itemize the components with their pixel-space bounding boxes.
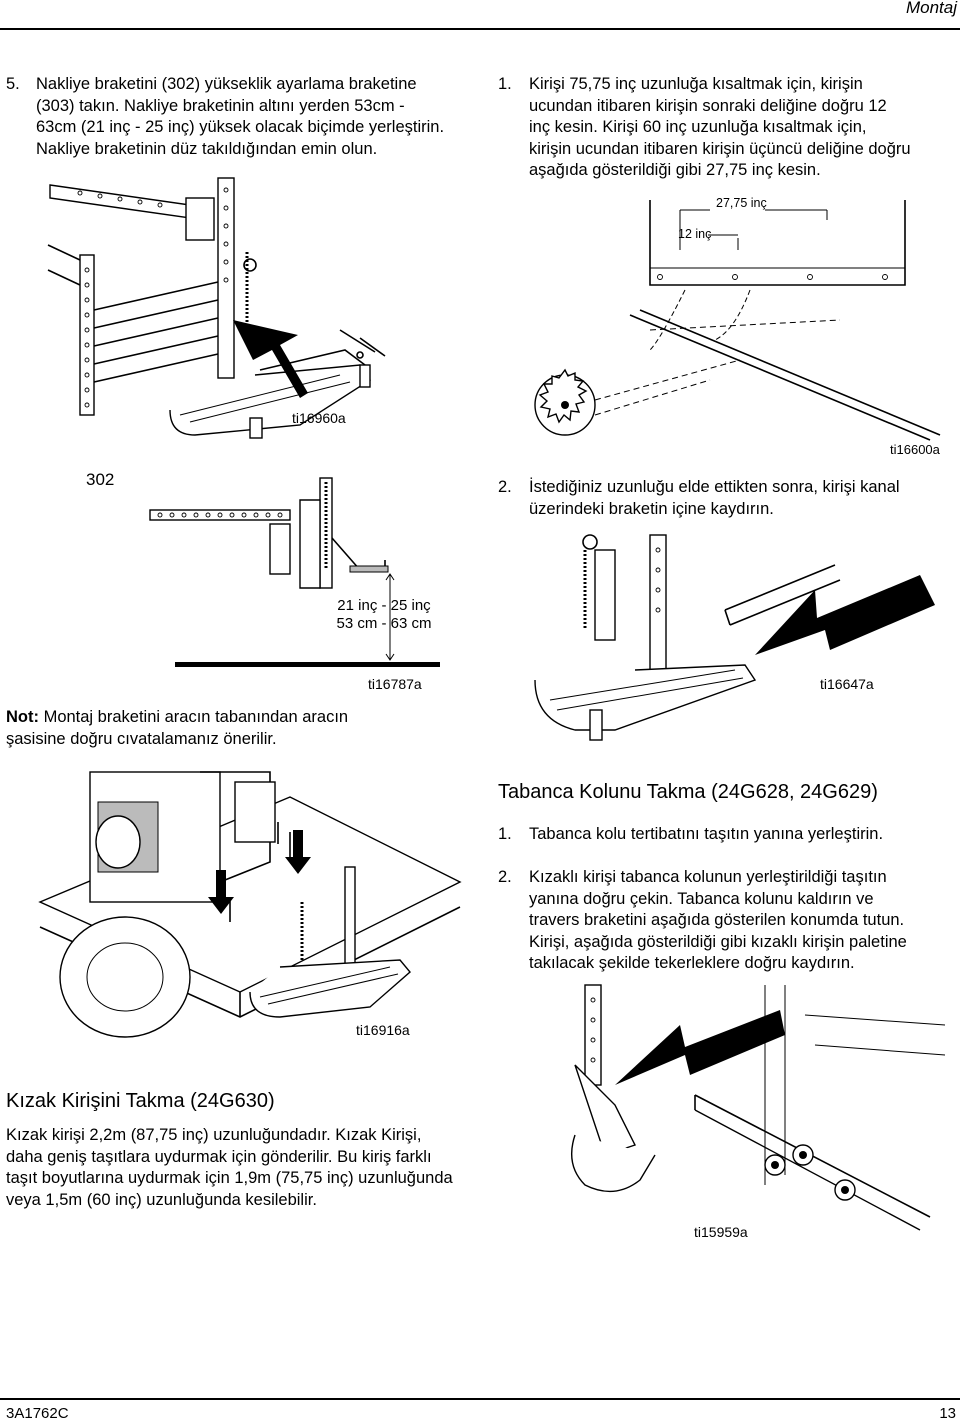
arrow-icon: [755, 575, 935, 655]
step-5-line: 63cm (21 inç - 25 inç) yüksek olacak biç…: [36, 118, 445, 136]
arrow-icon: [615, 1010, 785, 1085]
step-5-line: (303) takın. Nakliye braketinin altını y…: [36, 96, 405, 115]
arrow-icon: [285, 830, 311, 874]
note-line-2: şasisine doğru cıvatalamanız önerilir.: [6, 729, 277, 748]
arrow-icon: [233, 320, 308, 398]
step-1-line: aşağıda gösterildiği gibi 27,75 inç kesi…: [529, 161, 821, 179]
skid-line: taşıt boyutlarına uydurmak için 1,9m (75…: [6, 1169, 453, 1187]
step-1-line: inç kesin. Kirişi 60 inç uzunluğa kısalt…: [529, 118, 867, 136]
upright-left: [79, 254, 95, 416]
footer-rule: [0, 1398, 960, 1400]
dimension-label: 21 inç - 25 inç 53 cm - 63 cm: [320, 597, 448, 633]
note-line-1: Montaj braketini aracın tabanından aracı…: [38, 708, 349, 726]
figure-label-ti15959a: ti15959a: [694, 1224, 748, 1240]
footer-doc-id: 3A1762C: [6, 1405, 69, 1422]
header-section-title: Montaj: [905, 0, 957, 17]
step-5-line: Nakliye braketinin düz takıldığından emi…: [36, 139, 378, 158]
gun-arm-step-2-number: 2.: [498, 868, 512, 886]
note-prefix: Not:: [6, 708, 39, 726]
dimension-27-75: 27,75 inç: [716, 196, 767, 210]
figure-label-ti16960a: ti16960a: [292, 410, 346, 426]
figure-label-ti16600a: ti16600a: [890, 442, 940, 457]
figure-label-ti16916a: ti16916a: [356, 1022, 410, 1038]
step-2-line: üzerindeki braketin içine kaydırın.: [529, 499, 774, 518]
figure-label-ti16647a: ti16647a: [820, 676, 874, 692]
footer-page-number: 13: [939, 1405, 956, 1422]
figure-ti15959a: [571, 984, 946, 1231]
gun-arm-step-2-line: travers braketini aşağıda gösterilen kon…: [529, 911, 905, 929]
figure-ti16787a: [149, 477, 440, 667]
figure-ti16647a: [534, 534, 935, 741]
skid-line: daha geniş taşıtlara uydurmak için gönde…: [6, 1147, 432, 1166]
gun-arm-step-1-number: 1.: [498, 825, 512, 843]
skid-line: Kızak kirişi 2,2m (87,75 inç) uzunluğund…: [6, 1126, 422, 1144]
step-1-number: 1.: [498, 75, 512, 93]
section-heading-skid: Kızak Kirişini Takma (24G630): [6, 1090, 275, 1112]
step-5-line: Nakliye braketini (302) yükseklik ayarla…: [36, 75, 417, 93]
part-label-302: 302: [86, 470, 115, 489]
skid-line: veya 1,5m (60 inç) uzunluğunda kesilebil…: [6, 1190, 317, 1209]
gun-arm-step-2-line: Kirişi, aşağıda gösterildiği gibi kızakl…: [529, 932, 907, 951]
figure-label-ti16787a: ti16787a: [368, 676, 422, 692]
section-heading-gun-arm: Tabanca Kolunu Takma (24G628, 24G629): [498, 781, 878, 803]
step-1-line: kirişin ucundan itibaren kirişin üçüncü …: [529, 139, 911, 158]
dimension-inches: 21 inç - 25 inç: [337, 597, 431, 614]
step-1-line: ucundan itibaren kirişin sonraki deliğin…: [529, 96, 887, 115]
dimension-cm: 53 cm - 63 cm: [336, 615, 432, 632]
step-2-number: 2.: [498, 478, 512, 496]
arrow-icon: [208, 870, 234, 914]
dimension-12: 12 inç: [678, 227, 712, 241]
step-1-line: Kirişi 75,75 inç uzunluğa kısaltmak için…: [529, 75, 863, 93]
step-5-number: 5.: [6, 75, 20, 93]
saw-blade-icon: [534, 368, 596, 436]
gun-arm-step-2-line: yanına doğru çekin. Tabanca kolunu kaldı…: [529, 889, 874, 908]
figure-ti16916a: [38, 771, 462, 1038]
gun-arm-step-2-line: takılacak şekilde tekerleklere doğru kay…: [529, 954, 855, 972]
figure-ti16960a: [47, 177, 386, 439]
gun-arm-step-2-line: Kızaklı kirişi tabanca kolunun yerleştir…: [529, 868, 887, 886]
gun-arm-step-1-line: Tabanca kolu tertibatını taşıtın yanına …: [529, 825, 884, 843]
skid-section-text: Kızak kirişi 2,2m (87,75 inç) uzunluğund…: [6, 1125, 453, 1211]
step-2-line: İstediğiniz uzunluğu elde ettikten sonra…: [529, 478, 900, 496]
header-rule: [0, 28, 960, 30]
note: Not: Montaj braketini aracın tabanından …: [6, 707, 348, 750]
figure-ti16600a: [534, 200, 941, 441]
